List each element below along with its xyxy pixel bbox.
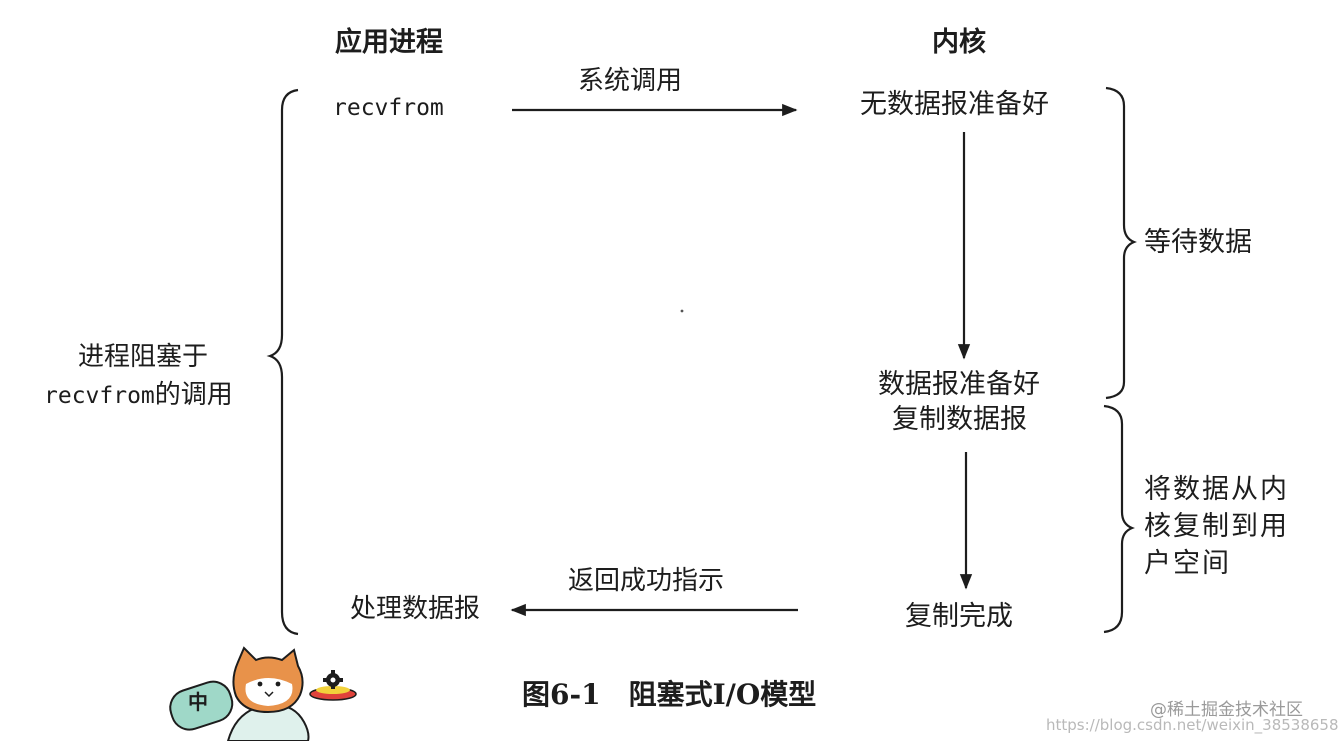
copy-phase-brace <box>1103 404 1135 634</box>
blocked-label-line1: 进程阻塞于 <box>78 342 209 372</box>
kernel-header: 内核 <box>932 27 986 58</box>
recvfrom-call: recvfrom <box>333 95 444 121</box>
no-datagram-ready-label: 无数据报准备好 <box>860 89 1049 120</box>
wait-phase-brace <box>1105 86 1137 400</box>
return-success-label: 返回成功指示 <box>568 566 725 596</box>
copy-phase-line2: 核复制到用 <box>1144 511 1289 542</box>
wait-for-data-label: 等待数据 <box>1144 227 1252 258</box>
blocked-label-line2: recvfrom的调用 <box>44 378 233 413</box>
mascot-cat <box>169 646 310 741</box>
figure-caption: 图6-1 阻塞式I/O模型 <box>522 678 817 711</box>
copy-phase-line1: 将数据从内 <box>1144 474 1289 505</box>
mascot-badge-text: 中 <box>188 690 208 714</box>
url-watermark: https://blog.csdn.net/weixin_38538658 <box>1046 716 1339 734</box>
app-process-header: 应用进程 <box>335 27 443 58</box>
blocked-label-text: 的调用 <box>154 380 233 410</box>
blocked-label-code: recvfrom <box>44 383 155 409</box>
scan-speck <box>680 309 684 313</box>
copy-phase-line3: 户空间 <box>1144 548 1231 579</box>
process-datagram-label: 处理数据报 <box>350 594 481 624</box>
mascot-badge <box>169 680 234 731</box>
copy-datagram-label: 复制数据报 <box>892 404 1027 435</box>
system-call-label: 系统调用 <box>578 66 683 96</box>
gear-dish-icon <box>309 670 357 701</box>
copy-complete-label: 复制完成 <box>905 601 1013 632</box>
datagram-ready-label: 数据报准备好 <box>878 369 1040 400</box>
community-watermark: @稀土掘金技术社区 <box>1150 700 1303 720</box>
process-blocked-brace <box>266 88 299 636</box>
